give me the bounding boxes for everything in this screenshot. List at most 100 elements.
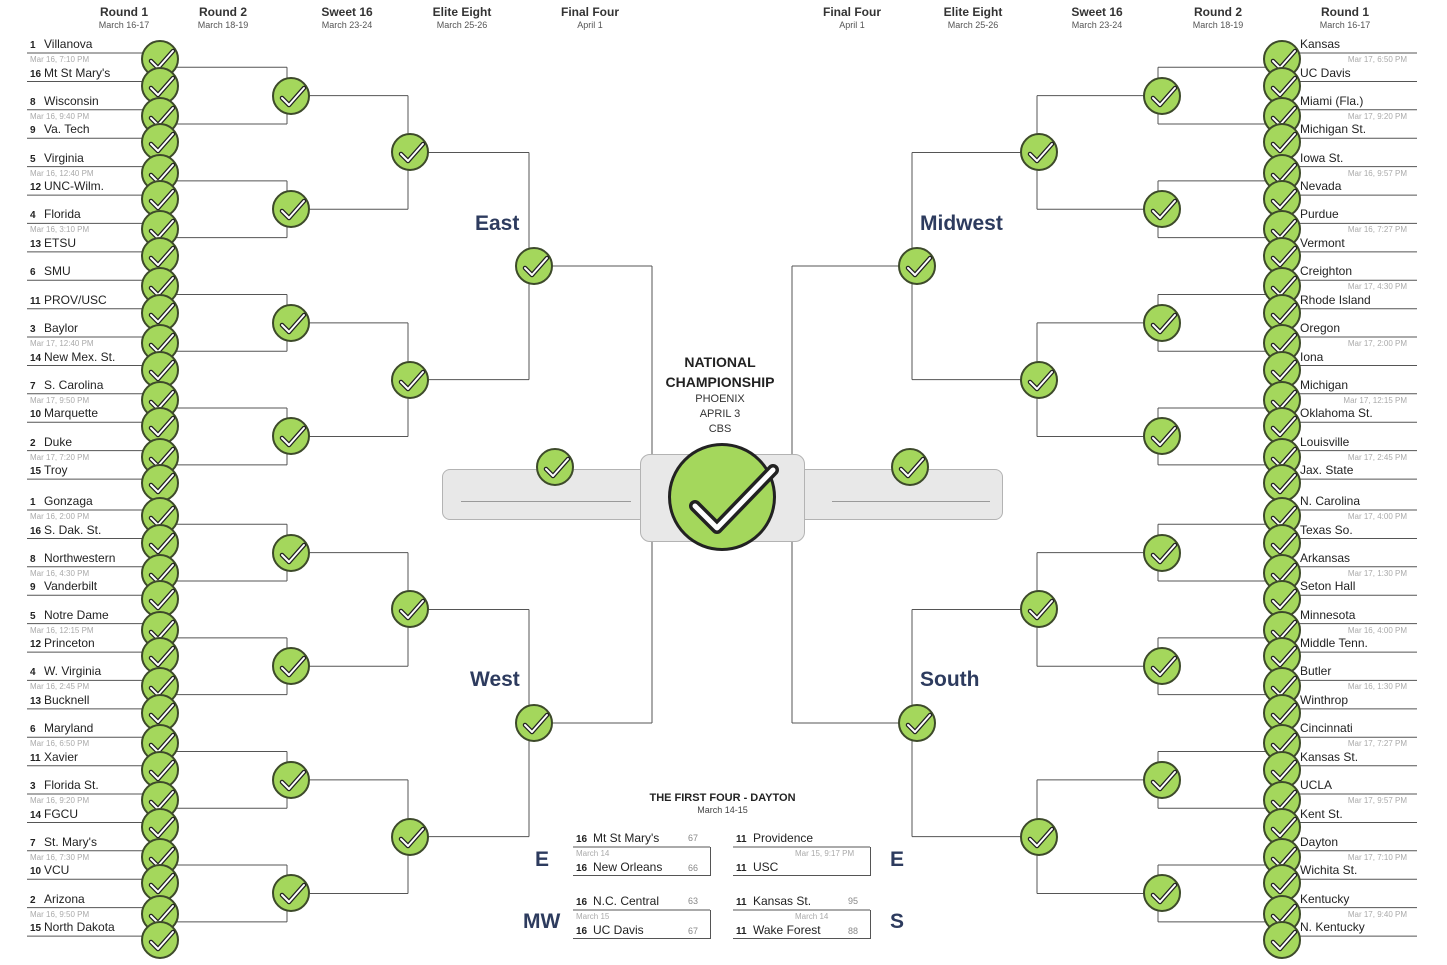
team-south-0-bot[interactable]: 16Texas So.: [1300, 523, 1353, 537]
pick-check-east-r4[interactable]: [515, 247, 553, 286]
pick-check-midwest-r2-1[interactable]: [1143, 190, 1181, 229]
team-midwest-5-bot[interactable]: 14Iona: [1300, 350, 1323, 364]
pick-check-west-r2-1[interactable]: [272, 647, 310, 686]
pick-check-east-r1-7-bot[interactable]: [141, 464, 179, 503]
pick-check-east-r3-1[interactable]: [391, 360, 429, 399]
team-midwest-7-bot[interactable]: 15Jax. State: [1300, 464, 1353, 477]
team-south-4-top[interactable]: 6Cincinnati: [1300, 722, 1353, 735]
team-south-7-top[interactable]: 2Kentucky: [1300, 892, 1349, 906]
pick-check-east-r2-2[interactable]: [272, 303, 310, 342]
pick-check-south-r2-3[interactable]: [1143, 874, 1181, 913]
team-midwest-1-top[interactable]: 8Miami (Fla.): [1300, 94, 1363, 108]
team-south-1-top[interactable]: 8Arkansas: [1300, 551, 1350, 565]
team-midwest-7-top[interactable]: 2Louisville: [1300, 435, 1349, 449]
pick-check-west-r2-3[interactable]: [272, 874, 310, 913]
team-midwest-6-bot[interactable]: 10Oklahoma St.: [1300, 407, 1373, 420]
team-south-6-top[interactable]: 7Dayton: [1300, 835, 1338, 849]
pick-check-midwest-r2-3[interactable]: [1143, 417, 1181, 456]
team-south-5-bot[interactable]: 14Kent St.: [1300, 807, 1343, 821]
pick-check-east-r1-6-bot[interactable]: [141, 407, 179, 446]
team-midwest-4-bot[interactable]: 11Rhode Island: [1300, 293, 1371, 307]
team-midwest-4-top[interactable]: 6Creighton: [1300, 265, 1352, 278]
team-midwest-2-top[interactable]: 5Iowa St.: [1300, 151, 1343, 165]
pick-check-midwest-r4[interactable]: [898, 247, 936, 286]
pick-check-west-r1-7-bot[interactable]: [141, 921, 179, 960]
pick-check-final-right[interactable]: [891, 448, 929, 486]
team-south-2-bot[interactable]: 12Middle Tenn.: [1300, 637, 1368, 650]
team-midwest-6-top[interactable]: 7Michigan: [1300, 378, 1348, 392]
pick-check-west-r2-2[interactable]: [272, 760, 310, 799]
pick-check-south-r2-1[interactable]: [1143, 647, 1181, 686]
pick-check-west-r3-0[interactable]: [391, 590, 429, 629]
team-midwest-3-bot[interactable]: 13Vermont: [1300, 236, 1345, 250]
pick-check-east-r2-1[interactable]: [272, 190, 310, 229]
pick-check-final-left[interactable]: [536, 448, 574, 486]
team-south-5-top[interactable]: 3UCLA: [1300, 779, 1332, 792]
team-midwest-3-top[interactable]: 4Purdue: [1300, 208, 1339, 221]
pick-check-west-r3-1[interactable]: [391, 817, 429, 856]
pick-check-midwest-r2-2[interactable]: [1143, 303, 1181, 342]
team-south-0-top[interactable]: 1N. Carolina: [1300, 495, 1360, 508]
pick-check-south-r2-0[interactable]: [1143, 533, 1181, 572]
pick-check-south-r2-2[interactable]: [1143, 760, 1181, 799]
pick-check-midwest-r2-0[interactable]: [1143, 76, 1181, 115]
pick-check-south-r3-0[interactable]: [1020, 590, 1058, 629]
team-midwest-5-top[interactable]: 3Oregon: [1300, 322, 1340, 335]
team-south-2-top[interactable]: 5Minnesota: [1300, 608, 1355, 622]
pick-check-south-r3-1[interactable]: [1020, 817, 1058, 856]
team-midwest-1-bot[interactable]: 9Michigan St.: [1300, 123, 1366, 136]
champion-pick-check[interactable]: [668, 443, 779, 551]
team-south-3-bot[interactable]: 13Winthrop: [1300, 693, 1348, 707]
team-south-7-bot[interactable]: 15N. Kentucky: [1300, 921, 1365, 934]
team-south-1-bot[interactable]: 9Seton Hall: [1300, 580, 1355, 593]
pick-check-south-r1-7-bot[interactable]: [1263, 921, 1301, 960]
pick-check-south-r4[interactable]: [898, 704, 936, 743]
pick-check-midwest-r3-1[interactable]: [1020, 360, 1058, 399]
pick-check-midwest-r3-0[interactable]: [1020, 133, 1058, 172]
pick-check-midwest-r1-7-bot[interactable]: [1263, 464, 1301, 503]
team-south-3-top[interactable]: 4Butler: [1300, 665, 1331, 678]
pick-check-east-r3-0[interactable]: [391, 133, 429, 172]
pick-check-west-r4[interactable]: [515, 704, 553, 743]
pick-check-west-r2-0[interactable]: [272, 533, 310, 572]
pick-check-east-r2-0[interactable]: [272, 76, 310, 115]
